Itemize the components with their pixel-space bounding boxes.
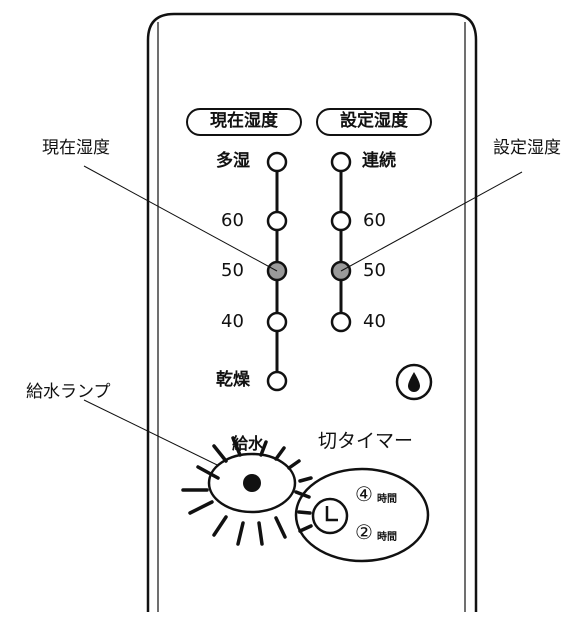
set-humidity-header: 設定湿度	[316, 108, 432, 136]
timer-2h-unit: 時間	[377, 532, 397, 543]
callout-current-humidity: 現在湿度	[42, 138, 110, 158]
current-indicator-humid	[266, 151, 288, 173]
callout-set-humidity: 設定湿度	[493, 138, 561, 158]
current-humidity-header: 現在湿度	[186, 108, 302, 136]
current-indicator-60	[266, 210, 288, 232]
set-indicator-60	[330, 210, 352, 232]
set-label-continuous: 連続	[362, 151, 396, 171]
current-indicator-40	[266, 311, 288, 333]
callout-line-set	[340, 171, 523, 272]
water-lamp-dot	[243, 474, 261, 492]
set-label-60: 60	[363, 210, 386, 231]
current-label-40: 40	[221, 311, 244, 332]
current-label-dry: 乾燥	[216, 370, 250, 390]
set-indicator-continuous	[330, 151, 352, 173]
current-indicator-dry	[266, 370, 288, 392]
current-label-humid: 多湿	[216, 151, 250, 171]
set-indicator-40	[330, 311, 352, 333]
timer-4h-number: ④	[355, 482, 373, 506]
timer-button-outline	[294, 467, 430, 563]
callout-line-current	[83, 165, 278, 272]
current-label-50: 50	[221, 260, 244, 281]
panel-outline	[146, 12, 478, 612]
timer-2h-number: ②	[355, 520, 373, 544]
current-label-60: 60	[221, 210, 244, 231]
callout-water-lamp: 給水ランプ	[26, 382, 111, 402]
water-drop-icon	[408, 372, 420, 392]
timer-rays	[294, 490, 313, 533]
set-label-40: 40	[363, 311, 386, 332]
clock-icon	[311, 497, 349, 535]
set-label-50: 50	[363, 260, 386, 281]
clock-hands	[325, 506, 338, 522]
timer-title: 切タイマー	[318, 430, 414, 452]
water-lamp-rays	[181, 436, 313, 546]
water-lamp-label: 給水	[232, 434, 265, 453]
timer-4h-unit: 時間	[377, 494, 397, 505]
